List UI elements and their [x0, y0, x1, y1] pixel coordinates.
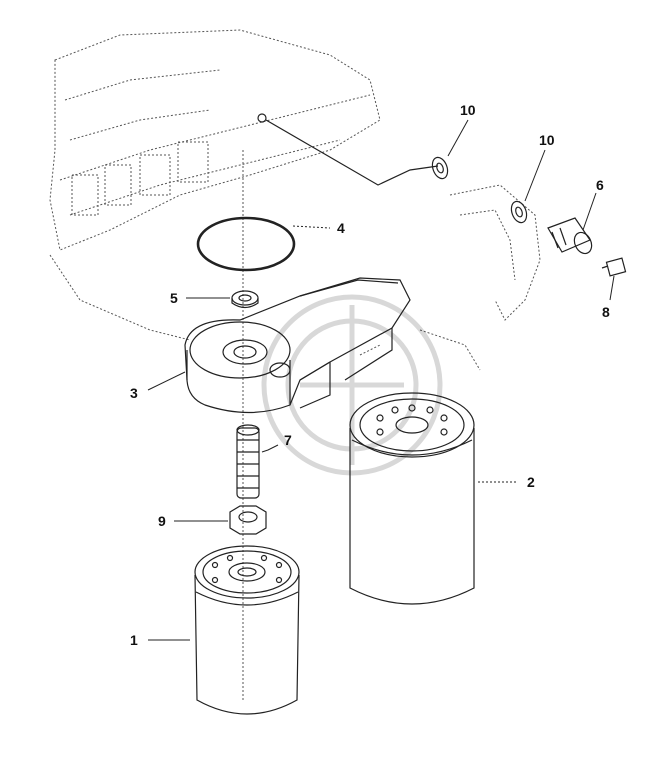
watermark-logo	[261, 294, 443, 476]
callout-3: 3	[130, 385, 138, 401]
callout-5: 5	[170, 290, 178, 306]
callout-10-upper: 10	[460, 102, 476, 118]
filter-head-part	[184, 277, 411, 414]
nut-part	[229, 505, 267, 535]
filter-large-part	[349, 392, 475, 605]
callout-9: 9	[158, 513, 166, 529]
engine-block-outline	[49, 29, 541, 371]
filter-small-part	[194, 545, 300, 715]
callout-4: 4	[337, 220, 345, 236]
fitting-part	[547, 217, 593, 255]
o-ring-part	[196, 216, 296, 272]
leader-lines	[147, 119, 615, 641]
nipple-part	[236, 424, 260, 499]
callout-8: 8	[602, 304, 610, 320]
callout-7: 7	[284, 432, 292, 448]
callout-2: 2	[527, 474, 535, 490]
seal-ring-part	[231, 290, 259, 309]
plug-part	[601, 257, 627, 277]
callout-10-lower: 10	[539, 132, 555, 148]
callout-1: 1	[130, 632, 138, 648]
washer-upper	[431, 156, 449, 180]
callout-6: 6	[596, 177, 604, 193]
oil-line	[257, 113, 439, 186]
washer-lower	[510, 200, 528, 224]
